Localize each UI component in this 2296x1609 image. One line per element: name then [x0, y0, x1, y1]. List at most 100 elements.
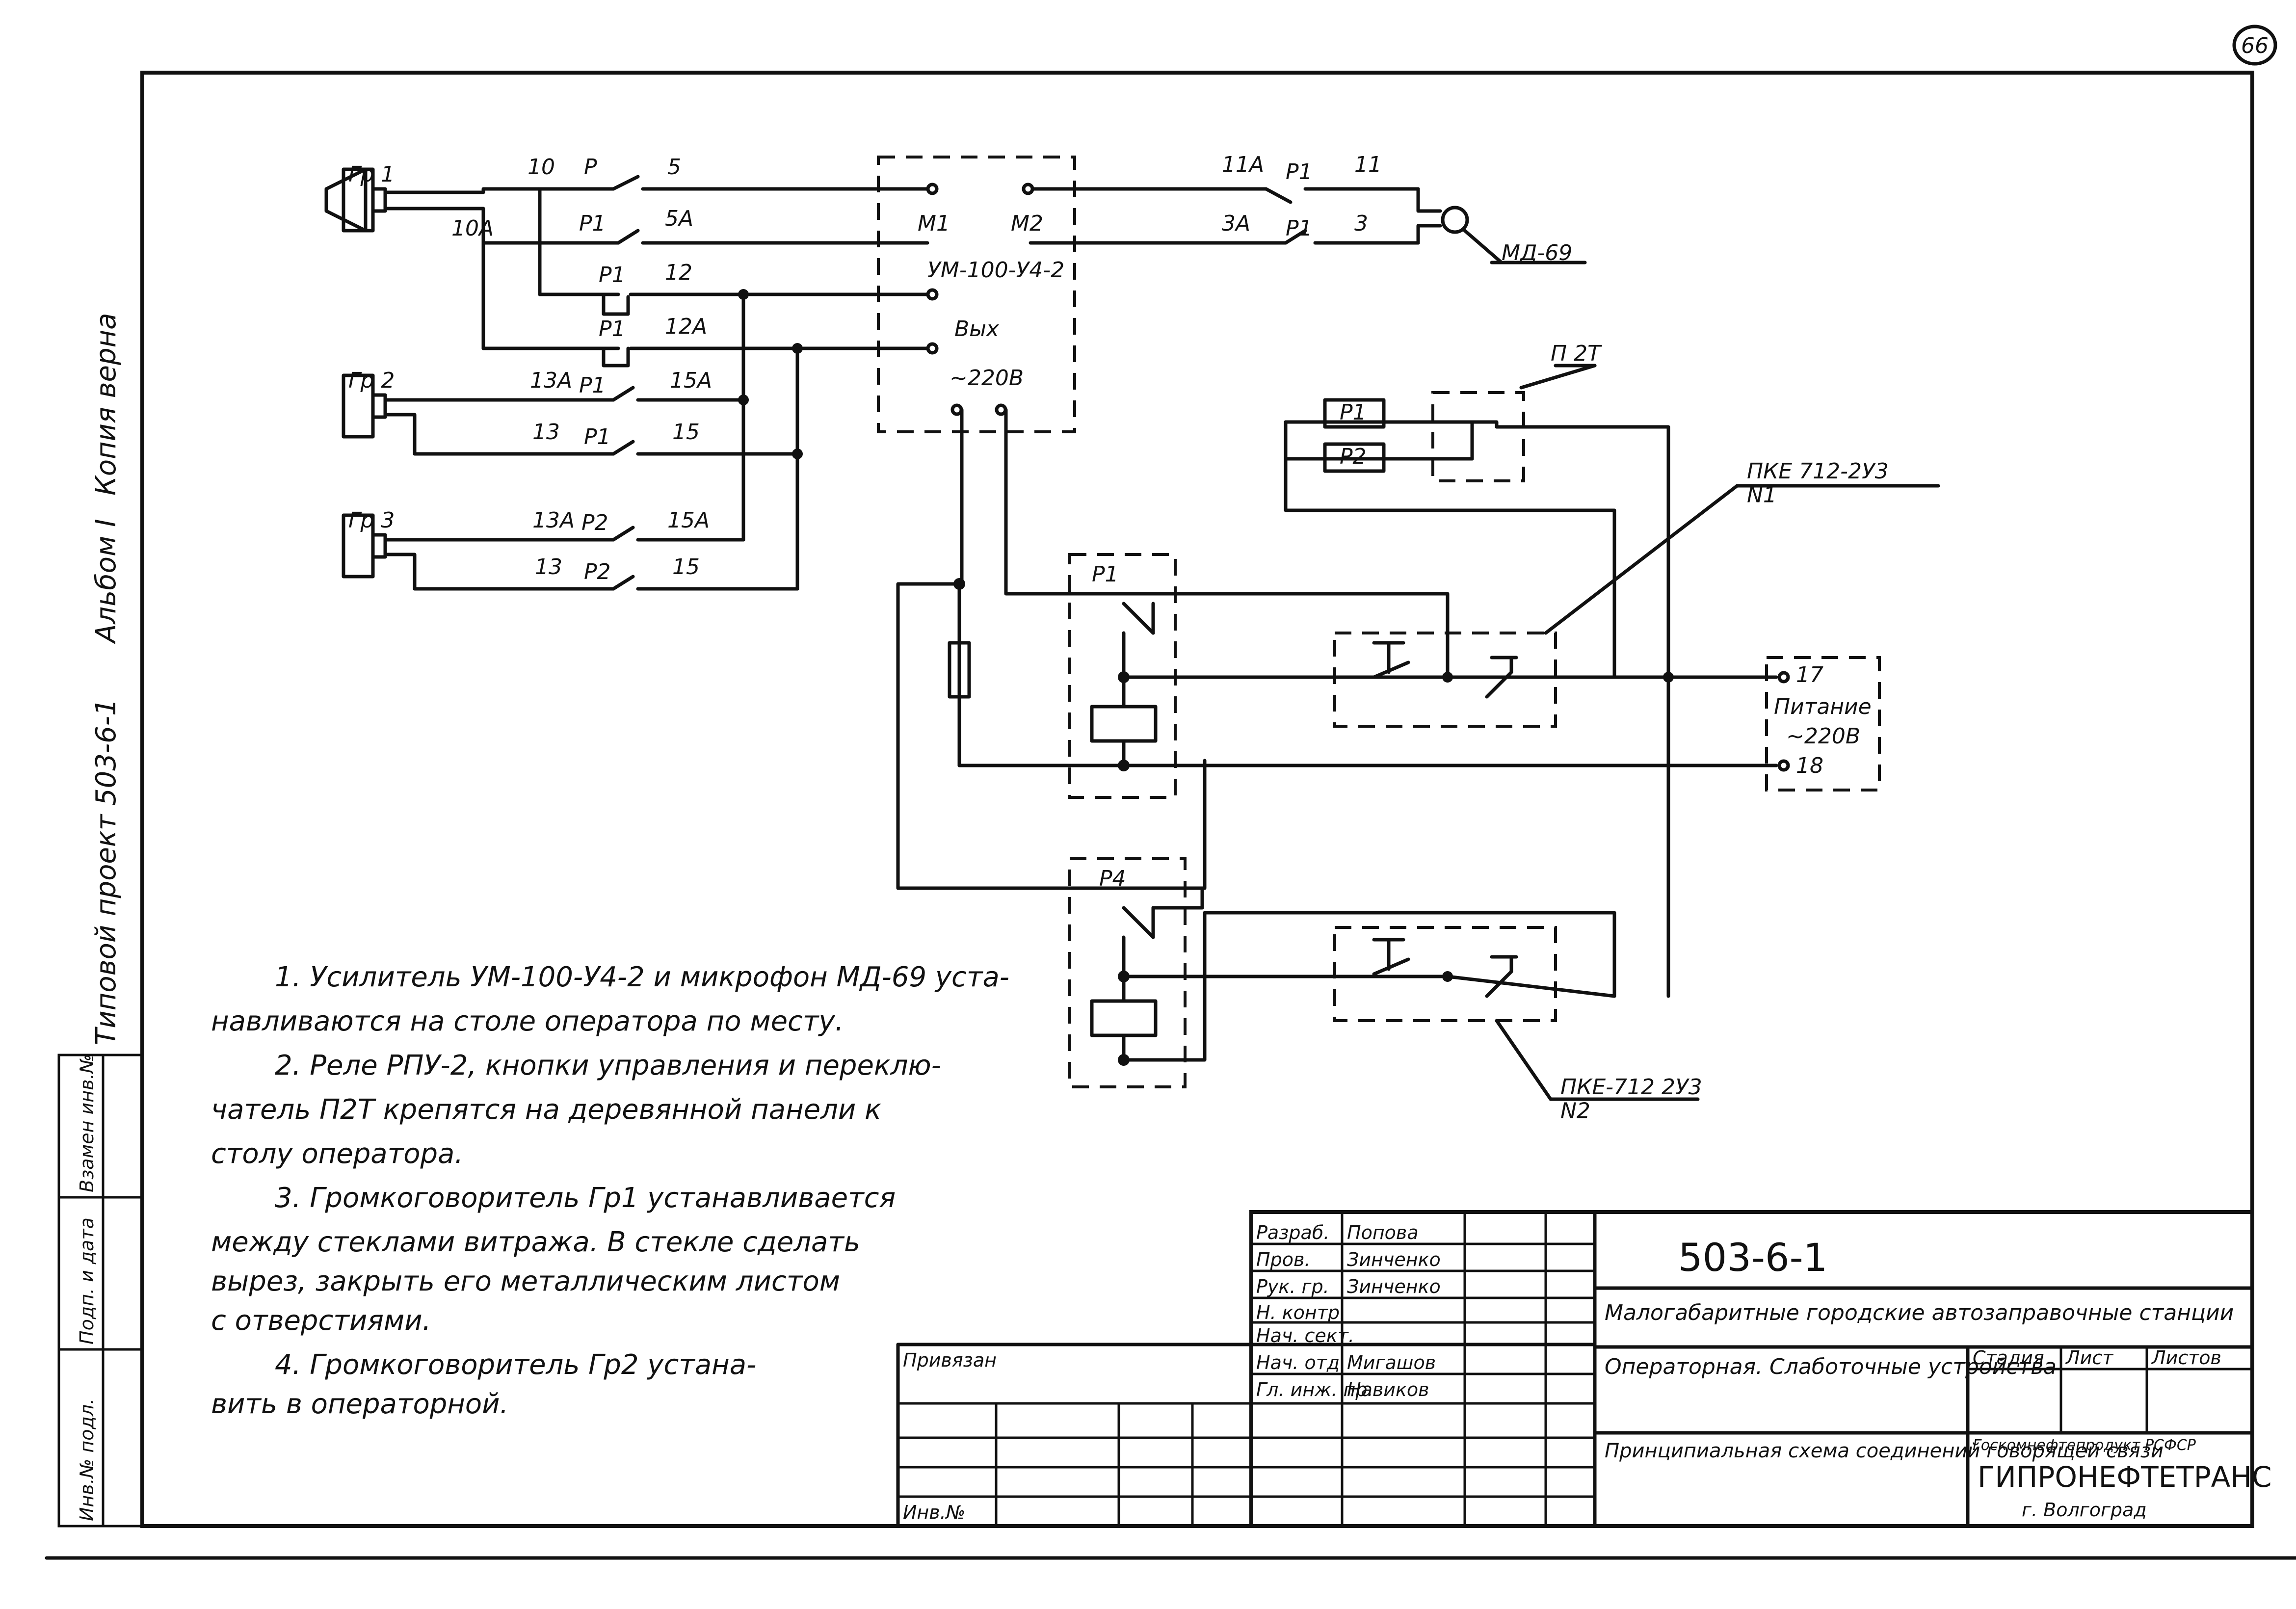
contact-p1-mic2: Р1 [1286, 216, 1313, 241]
note-line-11: вить в операторной. [211, 1388, 508, 1420]
tb-name-6: Мигашов [1347, 1352, 1436, 1373]
term-3: 3 [1354, 211, 1368, 236]
project-stamp: Типовой проект 503-6-1 [90, 698, 122, 1045]
relay-p1-label: Р1 [1092, 562, 1119, 587]
contact-r-1: Р [584, 155, 597, 180]
label-gr1: Гр 1 [348, 162, 395, 187]
switch-relay-p1: Р1 [1340, 400, 1367, 425]
switch-relay-p2: Р2 [1340, 444, 1367, 469]
note-line-9: с отверстиями. [211, 1305, 431, 1337]
switch-p2t: П 2Т Р1 Р2 [1284, 341, 1670, 998]
tb-inv-no: Инв.№ [903, 1502, 965, 1523]
tb-drawing-title: Принципиальная схема соединений говоряще… [1605, 1440, 2164, 1462]
tb-role-7: Гл. инж. пр. [1256, 1379, 1373, 1400]
page-number: 66 [2232, 25, 2277, 66]
power-label: Питание [1774, 694, 1872, 719]
contact-p1-3: Р1 [599, 317, 626, 342]
tb-role-5: Нач. сект. [1256, 1325, 1354, 1346]
term-10: 10 [528, 155, 555, 180]
tb-org-line1: Госкомнефтепродукт РСФСР [1973, 1437, 2196, 1454]
term-15a-gr3: 15А [667, 508, 710, 533]
tb-name-7: Навиков [1347, 1379, 1429, 1400]
note-line-1: 1. Усилитель УМ-100-У4-2 и микрофон МД-6… [275, 961, 1009, 993]
album-stamp: Альбом I [90, 519, 122, 644]
contact-p1-1: Р1 [579, 211, 606, 236]
term-13-gr3: 13 [535, 554, 562, 580]
tb-role-1: Разраб. [1256, 1222, 1329, 1243]
note-line-10: 4. Громкоговоритель Гр2 устана- [275, 1349, 756, 1381]
term-17: 17 [1796, 662, 1823, 687]
contact-p2-gr3a: Р2 [581, 510, 608, 535]
tb-org-city: г. Волгоград [2022, 1499, 2147, 1521]
drawing-frame [45, 71, 2296, 1560]
contact-p2-gr3b: Р2 [584, 559, 611, 584]
term-12: 12 [665, 260, 692, 285]
term-15-gr2: 15 [672, 420, 700, 445]
term-11: 11 [1354, 152, 1382, 177]
tb-project-title: Малогабаритные городские автозаправочные… [1605, 1300, 2234, 1325]
tb-stage-header: Стадия [1973, 1347, 2044, 1369]
tb-sheet-header: Лист [2065, 1347, 2114, 1369]
power-input: 17 18 Питание ~220В [1765, 656, 1881, 791]
amp-input-m2: М2 [1011, 211, 1043, 236]
tb-org-name: ГИПРОНЕФТЕТРАНС [1978, 1460, 2271, 1494]
relay-p4-box: Р4 [1068, 857, 1616, 1088]
tb-role-6: Нач. отд. [1256, 1352, 1346, 1373]
power-voltage: ~220В [1786, 724, 1860, 749]
contact-p1-gr2b: Р1 [584, 424, 611, 449]
amp-supply: ~220В [950, 366, 1024, 391]
term-18: 18 [1796, 753, 1823, 778]
tb-tied: Привязан [903, 1349, 997, 1371]
left-table-cell-sign: Подп. и дата [76, 1217, 98, 1345]
term-15-gr3: 15 [672, 554, 700, 580]
tb-section: Операторная. Слаботочные устройства [1605, 1354, 2057, 1379]
amp-input-m1: М1 [918, 211, 950, 236]
title-block: Разраб. Пров. Рук. гр. Н. контр. Нач. се… [896, 1210, 2271, 1528]
left-table-cell-inv: Инв.№ подл. [76, 1398, 98, 1521]
note-line-8: вырез, закрыть его металлическим листом [211, 1266, 840, 1297]
note-line-2: навливаются на столе оператора по месту. [211, 1005, 844, 1037]
schematic: Гр 1 Гр 2 Гр 3 [324, 152, 1940, 1123]
relay-p4-label: Р4 [1099, 866, 1126, 891]
term-12a: 12А [665, 314, 707, 339]
note-line-3: 2. Реле РПУ-2, кнопки управления и перек… [275, 1050, 941, 1081]
amp-output: Вых [954, 317, 1000, 342]
note-line-4: чатель П2Т крепятся на деревянной панели… [211, 1094, 881, 1126]
left-table-header: Взамен инв.№ [76, 1054, 98, 1192]
term-3a: 3А [1222, 211, 1250, 236]
term-13-gr2: 13 [532, 420, 560, 445]
tb-name-1: Попова [1347, 1222, 1419, 1243]
tb-role-3: Рук. гр. [1256, 1276, 1329, 1297]
contact-p1-2: Р1 [599, 263, 626, 288]
label-gr2: Гр 2 [348, 368, 395, 393]
contact-p1-mic1: Р1 [1286, 159, 1313, 185]
term-13a-gr2: 13А [530, 368, 572, 393]
note-line-6: 3. Громкоговоритель Гр1 устанавливается [275, 1182, 896, 1214]
tb-sheets-header: Листов [2151, 1347, 2221, 1369]
copy-stamp: Копия верна [90, 313, 122, 496]
loudspeaker-gr2: Гр 2 [342, 368, 395, 439]
relay-p1-box: Р1 [896, 408, 1778, 890]
loudspeaker-gr1: Гр 1 [324, 162, 395, 233]
tb-name-3: Зинченко [1347, 1276, 1441, 1297]
tb-name-2: Зинченко [1347, 1249, 1441, 1270]
notes-block: 1. Усилитель УМ-100-У4-2 и микрофон МД-6… [211, 961, 1009, 1420]
term-10a: 10А [451, 216, 494, 241]
term-5a: 5А [665, 206, 693, 231]
loudspeaker-gr3: Гр 3 [342, 508, 395, 579]
label-gr3: Гр 3 [348, 508, 395, 533]
term-15a-gr2: 15А [670, 368, 712, 393]
term-11a: 11А [1222, 152, 1264, 177]
term-13a-gr3: 13А [532, 508, 575, 533]
microphone-label: МД-69 [1502, 240, 1572, 265]
tb-code: 503-6-1 [1678, 1236, 1827, 1280]
switch-p2t-label: П 2Т [1551, 341, 1602, 366]
tb-role-4: Н. контр. [1256, 1302, 1346, 1323]
contact-p1-gr2a: Р1 [579, 373, 606, 398]
note-line-7: между стеклами витража. В стекле сделать [211, 1226, 860, 1258]
tb-role-2: Пров. [1256, 1249, 1310, 1270]
